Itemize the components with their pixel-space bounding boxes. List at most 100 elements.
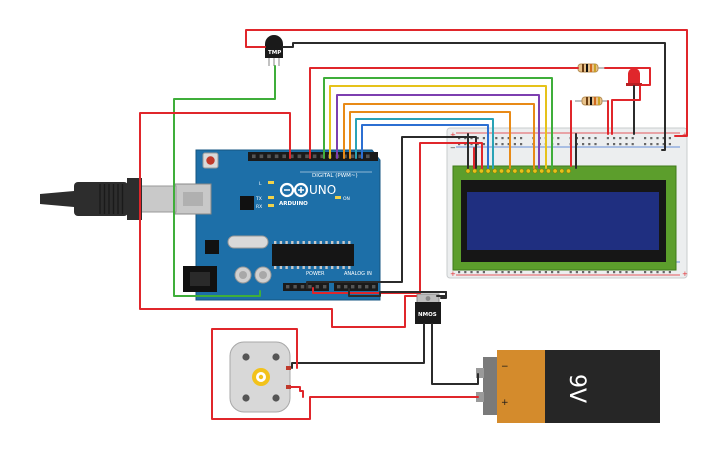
lcd-pin[interactable] <box>546 168 551 174</box>
rail-hole[interactable] <box>495 271 498 274</box>
rail-hole[interactable] <box>520 137 523 140</box>
lcd-pin[interactable] <box>552 168 558 174</box>
rail-hole[interactable] <box>513 137 516 140</box>
power-pin[interactable] <box>286 285 290 289</box>
lcd-pin[interactable] <box>505 168 511 174</box>
rail-hole[interactable] <box>662 143 665 146</box>
rail-hole[interactable] <box>625 137 628 140</box>
rail-hole[interactable] <box>458 137 461 140</box>
analog-pin[interactable] <box>337 285 341 289</box>
digital-pin[interactable] <box>259 154 264 159</box>
rail-hole[interactable] <box>476 143 479 146</box>
rail-hole[interactable] <box>482 143 485 146</box>
lcd-pin[interactable] <box>479 168 484 174</box>
rail-hole[interactable] <box>470 271 473 274</box>
lcd-pin[interactable] <box>559 168 565 174</box>
rail-hole[interactable] <box>513 271 516 274</box>
analog-pin[interactable] <box>351 285 355 289</box>
digital-pin[interactable] <box>297 154 302 159</box>
rail-hole[interactable] <box>588 143 591 146</box>
rail-hole[interactable] <box>594 143 597 146</box>
rail-hole[interactable] <box>501 143 504 146</box>
rail-hole[interactable] <box>631 143 634 146</box>
rail-hole[interactable] <box>507 271 510 274</box>
rail-hole[interactable] <box>631 137 634 140</box>
power-pin[interactable] <box>300 285 305 289</box>
rail-hole[interactable] <box>557 137 560 140</box>
rail-hole[interactable] <box>464 271 467 274</box>
rail-hole[interactable] <box>582 271 585 274</box>
rail-hole[interactable] <box>656 271 659 274</box>
usb-cable[interactable] <box>40 178 177 220</box>
rail-hole[interactable] <box>606 271 609 274</box>
battery-9v[interactable]: − + 9V <box>476 350 660 423</box>
rail-hole[interactable] <box>544 271 547 274</box>
rail-hole[interactable] <box>650 271 653 274</box>
rail-hole[interactable] <box>476 137 479 140</box>
rail-hole[interactable] <box>458 271 461 274</box>
digital-pin[interactable] <box>290 154 294 159</box>
analog-pin[interactable] <box>344 285 348 289</box>
rail-hole[interactable] <box>662 137 665 140</box>
rail-hole[interactable] <box>644 137 647 140</box>
rail-hole[interactable] <box>662 271 665 274</box>
temperature-sensor[interactable]: TMP <box>265 35 283 66</box>
rail-hole[interactable] <box>557 143 560 146</box>
lcd-pin[interactable] <box>512 168 518 174</box>
rail-hole[interactable] <box>557 271 560 274</box>
power-pin[interactable] <box>315 285 319 289</box>
rail-hole[interactable] <box>507 143 510 146</box>
lcd-pin[interactable] <box>519 168 524 174</box>
rail-hole[interactable] <box>520 271 523 274</box>
digital-pin[interactable] <box>305 154 309 159</box>
rail-hole[interactable] <box>464 137 467 140</box>
rail-hole[interactable] <box>619 143 622 146</box>
rail-hole[interactable] <box>668 143 671 146</box>
rail-hole[interactable] <box>476 271 479 274</box>
digital-pin[interactable] <box>350 154 355 159</box>
power-pin[interactable] <box>308 285 312 289</box>
digital-pin[interactable] <box>366 154 370 159</box>
mosfet[interactable]: NMOS <box>415 293 441 324</box>
rail-hole[interactable] <box>458 143 461 146</box>
rail-hole[interactable] <box>482 137 485 140</box>
rail-hole[interactable] <box>625 271 628 274</box>
analog-pin[interactable] <box>372 285 376 289</box>
lcd-pin[interactable] <box>485 168 491 174</box>
rail-hole[interactable] <box>594 137 597 140</box>
rail-hole[interactable] <box>619 137 622 140</box>
rail-hole[interactable] <box>650 143 653 146</box>
rail-hole[interactable] <box>495 137 498 140</box>
rail-hole[interactable] <box>464 143 467 146</box>
lcd-pin[interactable] <box>499 168 504 174</box>
rail-hole[interactable] <box>507 137 510 140</box>
lcd-module[interactable] <box>452 165 677 271</box>
rail-hole[interactable] <box>569 271 572 274</box>
rail-hole[interactable] <box>520 143 523 146</box>
dc-motor[interactable] <box>229 341 291 413</box>
lcd-pin[interactable] <box>525 168 531 174</box>
rail-hole[interactable] <box>538 271 541 274</box>
rail-hole[interactable] <box>606 137 609 140</box>
rail-hole[interactable] <box>644 143 647 146</box>
rail-hole[interactable] <box>532 271 535 274</box>
digital-pin[interactable] <box>274 154 279 159</box>
digital-pin[interactable] <box>312 154 317 159</box>
resistor-2[interactable] <box>575 96 608 106</box>
rail-hole[interactable] <box>594 271 597 274</box>
red-led[interactable] <box>626 68 642 86</box>
rail-hole[interactable] <box>656 143 659 146</box>
lcd-pin[interactable] <box>539 168 545 174</box>
power-pin[interactable] <box>293 285 297 289</box>
digital-pin[interactable] <box>267 154 271 159</box>
rail-hole[interactable] <box>619 271 622 274</box>
analog-pin[interactable] <box>365 285 369 289</box>
rail-hole[interactable] <box>588 271 591 274</box>
lcd-pin[interactable] <box>532 168 538 174</box>
rail-hole[interactable] <box>575 271 578 274</box>
rail-hole[interactable] <box>501 137 504 140</box>
rail-hole[interactable] <box>482 271 485 274</box>
rail-hole[interactable] <box>513 143 516 146</box>
rail-hole[interactable] <box>613 271 616 274</box>
rail-hole[interactable] <box>631 271 634 274</box>
